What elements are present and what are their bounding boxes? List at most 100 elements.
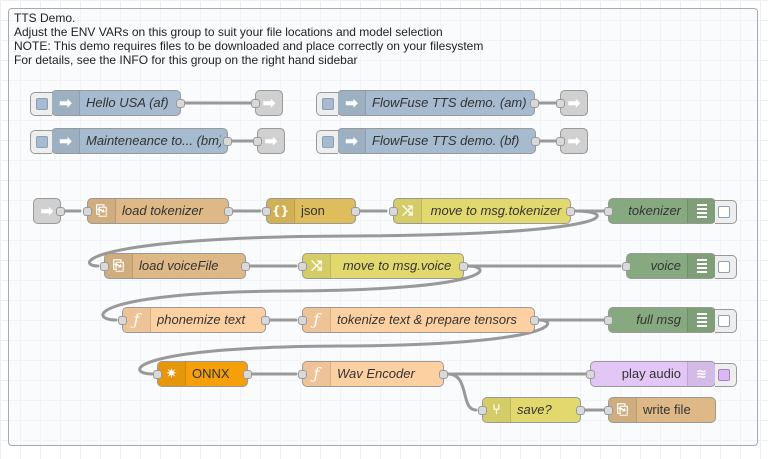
inject-button[interactable]: [316, 130, 338, 154]
inject-arrow-icon: ➡: [52, 129, 80, 153]
debug-node-voice[interactable]: voice: [622, 253, 737, 279]
json-node[interactable]: {} json: [262, 198, 360, 224]
debug-node-tokenizer[interactable]: tokenizer: [604, 198, 737, 224]
function-node-wav-encoder[interactable]: ƒ Wav Encoder: [298, 361, 448, 387]
inject-node-mainteneance[interactable]: ➡ Mainteneance to... (bm): [30, 128, 232, 154]
input-port[interactable]: [622, 262, 631, 271]
onnx-node[interactable]: ✷ ONNX: [153, 361, 252, 387]
input-port[interactable]: [604, 406, 613, 415]
inject-button[interactable]: [316, 92, 338, 116]
debug-toggle-button[interactable]: [715, 255, 737, 279]
inject-node-flowfuse-bf[interactable]: ➡ FlowFuse TTS demo. (bf): [316, 128, 540, 154]
input-port[interactable]: [556, 137, 565, 146]
function-node-phonemize[interactable]: ƒ phonemize text: [118, 307, 270, 333]
input-port[interactable]: [251, 99, 260, 108]
group-label-line: NOTE: This demo requires files to be dow…: [14, 39, 484, 53]
input-port[interactable]: [604, 316, 613, 325]
audio-toggle-button[interactable]: [715, 363, 737, 387]
input-port[interactable]: [153, 370, 162, 379]
link-out-icon: ➡: [561, 129, 587, 153]
inject-node-flowfuse-am[interactable]: ➡ FlowFuse TTS demo. (am): [316, 90, 539, 116]
node-label: FlowFuse TTS demo. (am): [372, 95, 527, 110]
inject-arrow-icon: ➡: [338, 129, 366, 153]
input-port[interactable]: [604, 207, 613, 216]
input-port[interactable]: [586, 370, 595, 379]
input-port[interactable]: [298, 262, 307, 271]
input-port[interactable]: [478, 406, 487, 415]
output-port[interactable]: [56, 207, 65, 216]
debug-toggle-button[interactable]: [715, 309, 737, 333]
output-port[interactable]: [576, 406, 585, 415]
output-port[interactable]: [223, 137, 232, 146]
function-node-tokenize[interactable]: ƒ tokenize text & prepare tensors: [298, 307, 539, 333]
node-label: json: [301, 203, 325, 218]
link-out-node[interactable]: ➡: [556, 128, 588, 154]
audio-wave-icon: ≋: [687, 362, 715, 386]
debug-list-icon: [687, 199, 715, 223]
wire: [138, 318, 550, 376]
output-port[interactable]: [261, 316, 270, 325]
node-label: load tokenizer: [122, 203, 203, 218]
file-in-node-load-tokenizer[interactable]: ⎘ load tokenizer: [83, 198, 233, 224]
file-out-node-write-file[interactable]: ⎘ write file: [604, 397, 716, 423]
switch-branch-icon: ⑂: [483, 398, 511, 422]
input-port[interactable]: [253, 137, 262, 146]
node-label: phonemize text: [157, 312, 246, 327]
link-out-node[interactable]: ➡: [251, 90, 283, 116]
onnx-wand-icon: ✷: [158, 362, 186, 386]
node-label: Hello USA (af): [86, 95, 169, 110]
file-in-node-load-voicefile[interactable]: ⎘ load voiceFile: [100, 253, 250, 279]
input-port[interactable]: [100, 262, 109, 271]
link-in-icon: ➡: [34, 199, 60, 223]
link-out-node[interactable]: ➡: [556, 90, 588, 116]
change-shuffle-icon: ⤨: [303, 254, 331, 278]
input-port[interactable]: [83, 207, 92, 216]
output-port[interactable]: [243, 370, 252, 379]
debug-node-full-msg[interactable]: full msg: [604, 307, 737, 333]
change-node-move-tokenizer[interactable]: ⤨ move to msg.tokenizer: [389, 198, 575, 224]
link-out-node[interactable]: ➡: [253, 128, 285, 154]
input-port[interactable]: [118, 316, 127, 325]
node-label: Wav Encoder: [337, 366, 415, 381]
node-label: tokenize text & prepare tensors: [337, 312, 517, 327]
node-label: tokenizer: [628, 203, 681, 218]
input-port[interactable]: [298, 370, 307, 379]
input-port[interactable]: [298, 316, 307, 325]
audio-node-play-audio[interactable]: play audio ≋: [586, 361, 737, 387]
node-label: write file: [643, 402, 691, 417]
inject-button[interactable]: [30, 130, 52, 154]
input-port[interactable]: [556, 99, 565, 108]
inject-arrow-icon: ➡: [52, 91, 80, 115]
node-label: move to msg.voice: [342, 258, 452, 273]
change-shuffle-icon: ⤨: [394, 199, 422, 223]
output-port[interactable]: [530, 99, 539, 108]
input-port[interactable]: [262, 207, 271, 216]
output-port[interactable]: [531, 137, 540, 146]
inject-node-hello-usa[interactable]: ➡ Hello USA (af): [30, 90, 185, 116]
switch-node-save[interactable]: ⑂ save?: [478, 397, 585, 423]
output-port[interactable]: [566, 207, 575, 216]
inject-button[interactable]: [30, 92, 52, 116]
change-node-move-voice[interactable]: ⤨ move to msg.voice: [298, 253, 468, 279]
node-label: voice: [650, 258, 681, 273]
link-in-node[interactable]: ➡: [33, 198, 65, 224]
group-label-line: Adjust the ENV VARs on this group to sui…: [14, 25, 443, 39]
node-label: ONNX: [192, 366, 230, 381]
node-label: FlowFuse TTS demo. (bf): [372, 133, 520, 148]
json-icon: {}: [267, 199, 295, 223]
output-port[interactable]: [439, 370, 448, 379]
group-label-line: For details, see the INFO for this group…: [14, 53, 358, 67]
output-port[interactable]: [176, 99, 185, 108]
input-port[interactable]: [389, 207, 398, 216]
output-port[interactable]: [241, 262, 250, 271]
function-f-icon: ƒ: [303, 308, 331, 332]
node-label: save?: [517, 402, 552, 417]
debug-toggle-button[interactable]: [715, 200, 737, 224]
function-f-icon: ƒ: [123, 308, 151, 332]
output-port[interactable]: [224, 207, 233, 216]
output-port[interactable]: [530, 316, 539, 325]
output-port[interactable]: [351, 207, 360, 216]
output-port[interactable]: [459, 262, 468, 271]
group-label: TTS Demo. Adjust the ENV VARs on this gr…: [14, 11, 483, 67]
wire: [87, 209, 599, 268]
